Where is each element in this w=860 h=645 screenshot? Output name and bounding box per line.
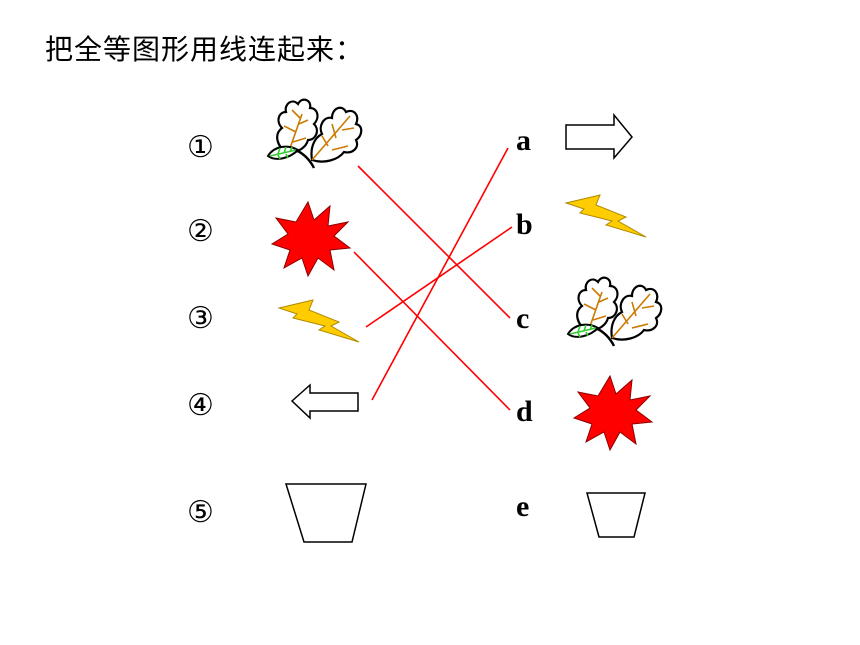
arrow-left-icon (290, 383, 359, 420)
arrow-right-icon (565, 112, 633, 161)
lightning-icon (278, 299, 360, 343)
leaf-icon (566, 276, 663, 348)
label-d: d (516, 395, 533, 428)
lightning-icon (565, 194, 647, 238)
leaf-icon (266, 98, 363, 170)
connection-line-4-a (371, 147, 509, 401)
label-2: ② (187, 214, 214, 249)
label-a: a (516, 124, 531, 157)
label-4: ④ (187, 388, 214, 423)
connection-line-1-c (357, 165, 511, 319)
label-b: b (516, 208, 533, 241)
connection-line-2-d (353, 251, 511, 411)
trapezoid-icon (586, 492, 646, 538)
starburst-icon (271, 201, 351, 277)
page-title: 把全等图形用线连起来： (45, 33, 365, 66)
starburst-icon (573, 375, 653, 451)
label-c: c (516, 302, 530, 335)
label-3: ③ (187, 301, 214, 336)
label-1: ① (187, 130, 214, 165)
trapezoid-icon (284, 483, 367, 543)
label-e: e (516, 490, 530, 523)
label-5: ⑤ (187, 495, 214, 530)
